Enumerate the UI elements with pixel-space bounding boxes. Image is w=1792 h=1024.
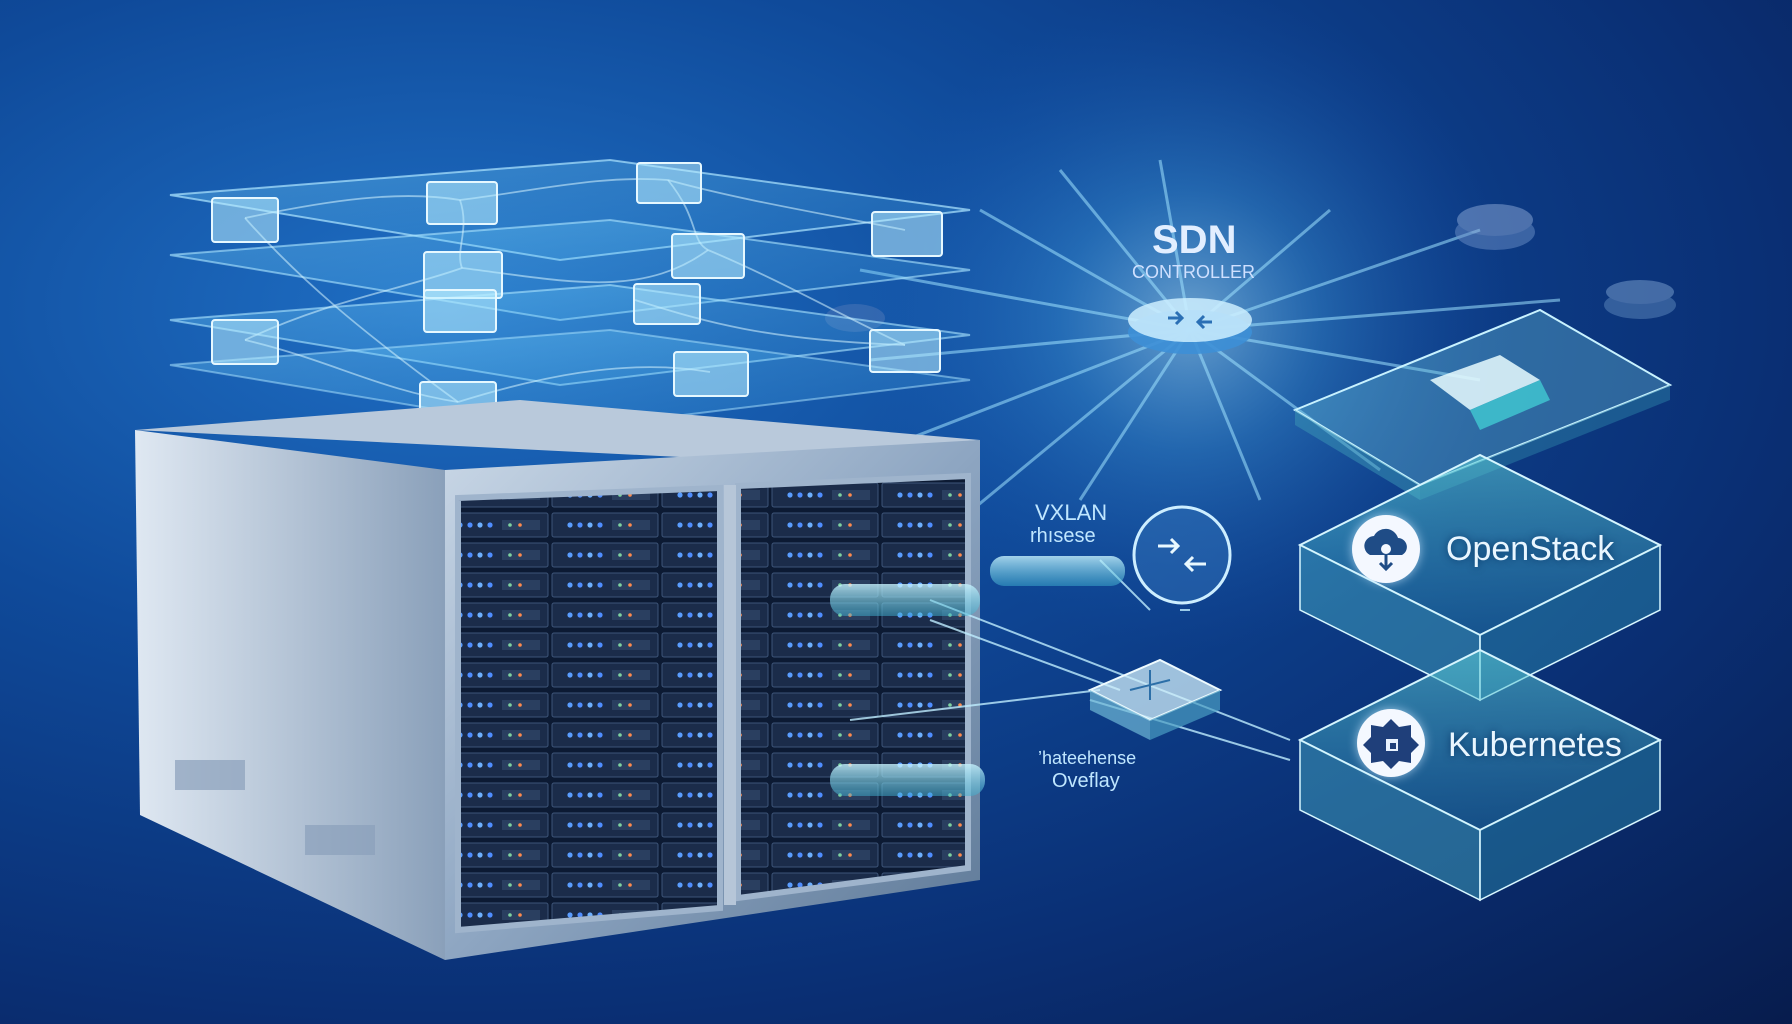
sdn-controller-node [1128, 298, 1252, 354]
openstack-label: OpenStack [1446, 530, 1615, 568]
storage-icon [1430, 355, 1550, 430]
controller-title: SDN [1152, 218, 1237, 262]
kubernetes-label: Kubernetes [1448, 726, 1622, 764]
overlay-sublabel: Oveflay [1052, 770, 1120, 792]
helm-wheel-icon [1357, 709, 1425, 777]
overlay-label: ’hateehense [1038, 748, 1137, 768]
server-rack-enclosure [135, 400, 980, 960]
vxlan-tunnel-top [990, 556, 1125, 586]
overlay-network-connections [830, 505, 1291, 796]
switch-icon [1087, 658, 1223, 740]
vxlan-label: VXLAN [1035, 500, 1108, 525]
background-devices [825, 204, 1676, 332]
vxlan-sublabel: rhısese [1030, 525, 1096, 547]
controller-subtitle: CONTROLLER [1132, 262, 1256, 282]
network-layer-planes [169, 158, 971, 432]
router-icon [1132, 505, 1232, 605]
cloud-icon [1352, 515, 1420, 583]
platform-stack [1292, 308, 1673, 902]
tunnel-upper-rack [830, 584, 980, 616]
overlay-tunnel-bottom [830, 764, 985, 796]
